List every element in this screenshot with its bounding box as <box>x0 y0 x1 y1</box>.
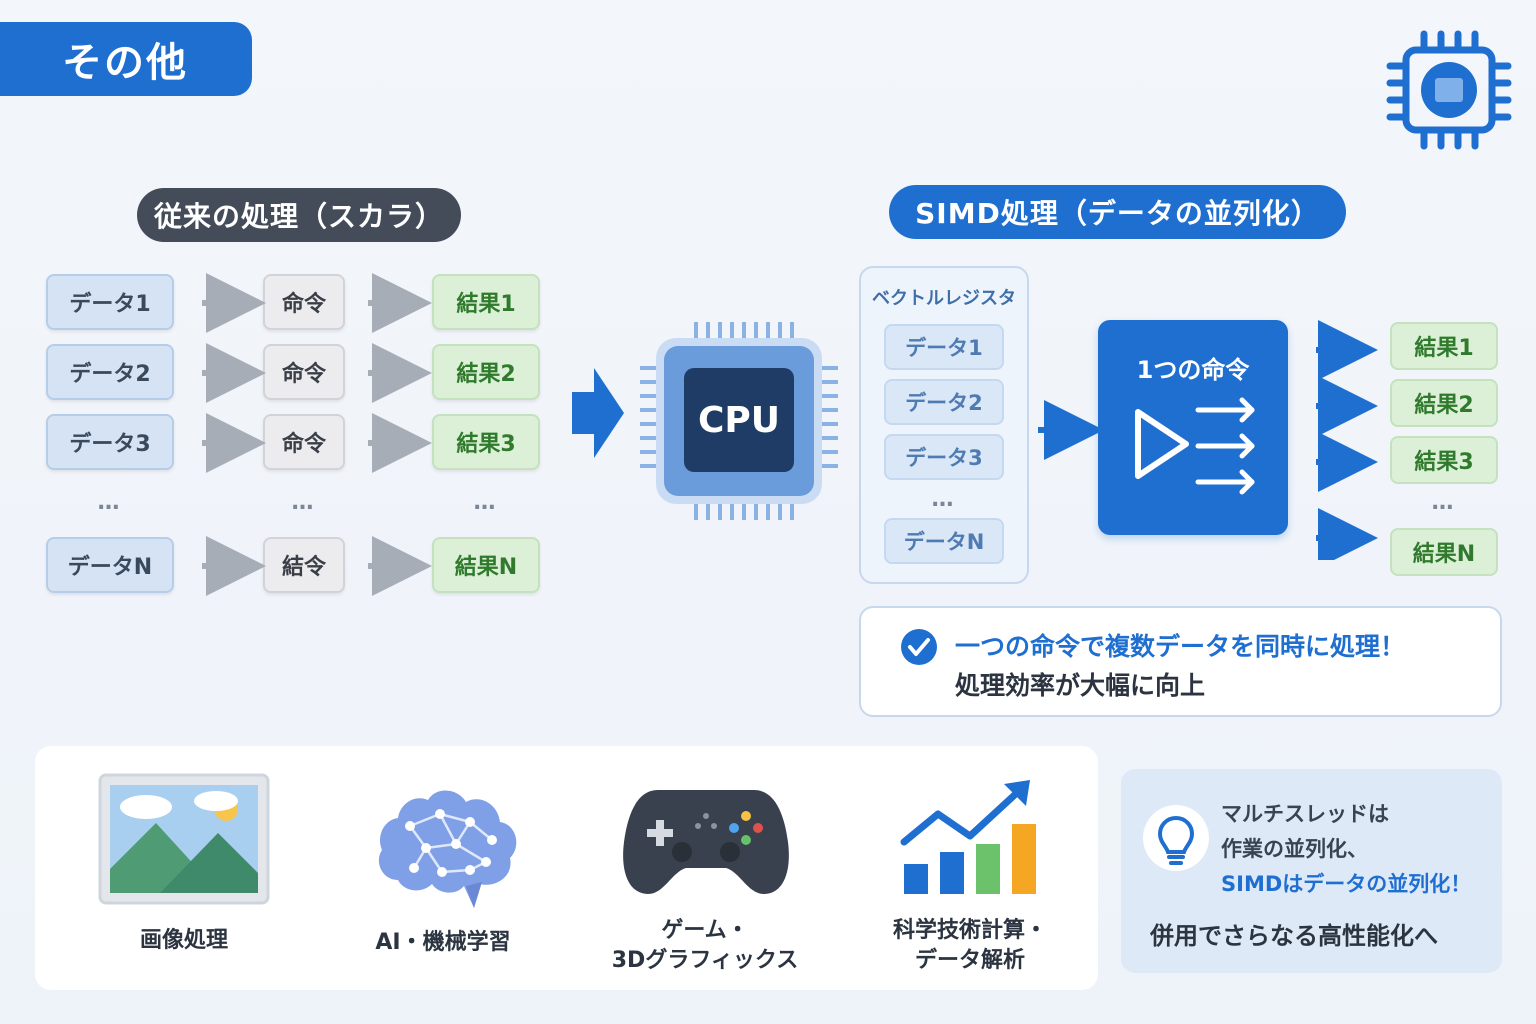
scalar-section-title: 従来の処理（スカラ） <box>137 188 461 242</box>
scalar-command-box: 命令 <box>263 344 345 400</box>
scalar-data-box: データ2 <box>46 344 174 400</box>
scalar-result-box: 結果1 <box>432 274 540 330</box>
ellipsis: … <box>473 490 499 515</box>
ellipsis: … <box>1431 490 1457 515</box>
callout-headline: 一つの命令で複数データを同時に処理！ <box>955 632 1406 661</box>
simd-section-title: SIMD処理（データの並列化） <box>889 185 1346 239</box>
check-circle-icon <box>901 629 937 665</box>
tip-line: 作業の並列化、 <box>1221 837 1368 861</box>
app-label-line: ゲーム・ <box>661 918 749 943</box>
big-arrow-icon <box>572 368 624 458</box>
scalar-result-box: 結果2 <box>432 344 540 400</box>
register-data-box: データ3 <box>884 434 1004 480</box>
register-data-box: データ1 <box>884 324 1004 370</box>
chip-icon <box>1386 30 1512 150</box>
scalar-data-box: データ1 <box>46 274 174 330</box>
app-label-game: ゲーム・ 3Dグラフィックス <box>596 916 814 976</box>
growth-chart-icon <box>900 780 1036 894</box>
play-broadcast-icon <box>1135 397 1255 495</box>
benefit-callout <box>859 606 1502 717</box>
scalar-result-box: 結果N <box>432 537 540 593</box>
instruction-label: 1つの命令 <box>1136 356 1250 384</box>
app-label-line: AI・機械学習 <box>375 930 511 955</box>
brain-network-icon <box>378 790 517 908</box>
single-instruction-box <box>1098 320 1288 535</box>
ellipsis: … <box>97 490 123 515</box>
app-label-line: 3Dグラフィックス <box>611 948 799 973</box>
callout-subline: 処理効率が大幅に向上 <box>955 671 1206 700</box>
scalar-data-box: データN <box>46 537 174 593</box>
vector-register-title: ベクトルレジスタ <box>872 288 1016 309</box>
app-label-ai: AI・機械学習 <box>350 928 536 958</box>
simd-result-box: 結果1 <box>1390 322 1498 370</box>
simd-result-box: 結果N <box>1390 528 1498 576</box>
scalar-command-box: 命令 <box>263 274 345 330</box>
tip-panel <box>1121 769 1502 973</box>
gamepad-icon <box>623 790 789 894</box>
lightbulb-icon <box>1143 805 1209 871</box>
scalar-command-box: 命令 <box>263 414 345 470</box>
register-data-box: データ2 <box>884 379 1004 425</box>
ellipsis: … <box>291 490 317 515</box>
app-label-science: 科学技術計算・ データ解析 <box>872 916 1068 976</box>
scalar-result-box: 結果3 <box>432 414 540 470</box>
page-title: その他 <box>0 22 252 96</box>
ellipsis: … <box>931 487 957 512</box>
simd-result-box: 結果3 <box>1390 436 1498 484</box>
app-label-line: データ解析 <box>914 948 1025 973</box>
landscape-image-icon <box>98 773 270 905</box>
register-data-box: データN <box>884 518 1004 564</box>
cpu-label: CPU <box>697 400 781 441</box>
scalar-command-box: 結令 <box>263 537 345 593</box>
scalar-data-box: データ3 <box>46 414 174 470</box>
tip-line-highlight: SIMDはデータの並列化！ <box>1221 872 1472 896</box>
cpu-chip-icon <box>640 322 838 520</box>
tip-line: マルチスレッドは <box>1221 802 1389 826</box>
app-label-line: 画像処理 <box>139 928 228 953</box>
tip-conclusion: 併用でさらなる高性能化へ <box>1150 922 1438 950</box>
simd-result-box: 結果2 <box>1390 379 1498 427</box>
app-label-line: 科学技術計算・ <box>892 918 1047 943</box>
app-label-image: 画像処理 <box>104 926 264 956</box>
